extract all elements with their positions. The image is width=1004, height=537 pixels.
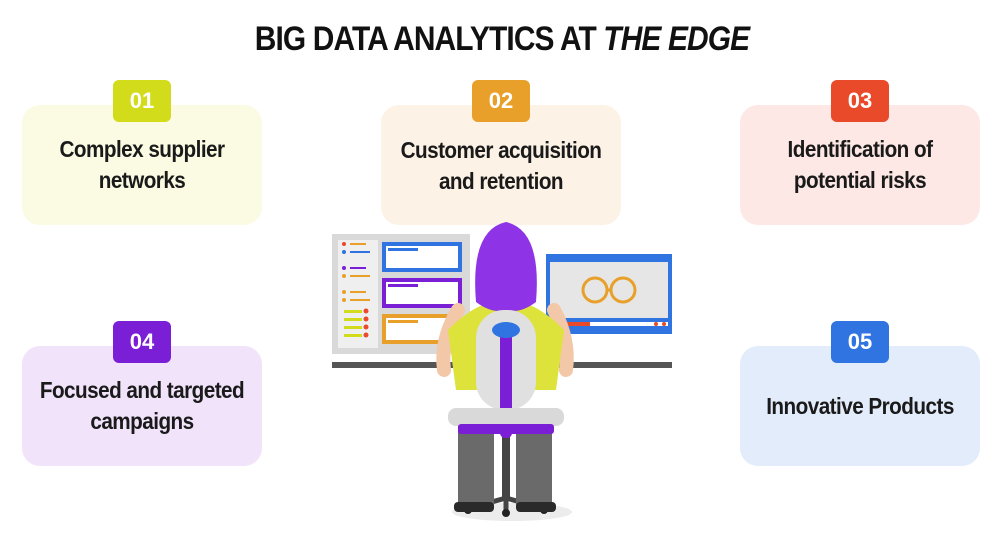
item-label-4: Focused and targeted campaigns — [39, 377, 245, 434]
item-label-2: Customer acquisition and retention — [400, 137, 602, 194]
item-badge-2: 02 — [472, 80, 530, 122]
item-badge-4: 04 — [113, 321, 171, 363]
item-badge-3: 03 — [831, 80, 889, 122]
item-card-5: Innovative Products — [740, 346, 980, 466]
item-card-3: Identification of potential risks — [740, 105, 980, 225]
item-badge-5: 05 — [831, 321, 889, 363]
title-emphasis: THE EDGE — [603, 20, 750, 58]
page-title: BIG DATA ANALYTICS AT THE EDGE — [60, 20, 944, 59]
item-label-3: Identification of potential risks — [787, 136, 933, 193]
item-badge-1: 01 — [113, 80, 171, 122]
item-label-1: Complex supplier networks — [59, 136, 225, 193]
item-card-4: Focused and targeted campaigns — [22, 346, 262, 466]
analyst-at-desk-illustration — [332, 222, 672, 521]
item-label-5: Innovative Products — [766, 392, 954, 419]
item-card-1: Complex supplier networks — [22, 105, 262, 225]
video-monitor-illustration — [546, 254, 672, 334]
title-main: BIG DATA ANALYTICS AT — [254, 20, 597, 58]
item-card-2: Customer acquisition and retention — [381, 105, 621, 225]
